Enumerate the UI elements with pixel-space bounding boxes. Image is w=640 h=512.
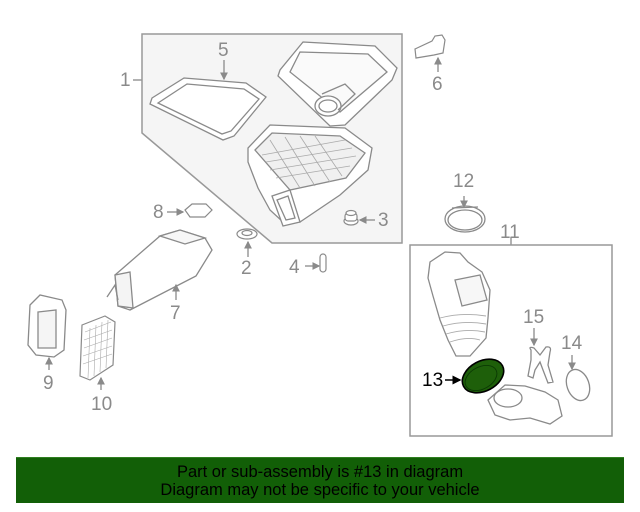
callout-10[interactable]: 10: [91, 394, 113, 415]
air-filter-element: [149, 77, 267, 141]
mount-bushing: [343, 209, 359, 226]
banner-line-1: Part or sub-assembly is #13 in diagram: [176, 462, 464, 481]
callout-1[interactable]: 1: [120, 70, 131, 91]
callout-3[interactable]: 3: [378, 210, 389, 231]
inlet-seal: [27, 294, 67, 358]
inlet-screen: [79, 315, 116, 381]
air-inlet-duct: [106, 229, 213, 311]
hose-clamp: [444, 205, 486, 233]
pad: [184, 203, 213, 218]
callout-5[interactable]: 5: [218, 40, 229, 61]
pin: [319, 253, 327, 273]
sensor-bracket: [414, 34, 446, 59]
callout-15[interactable]: 15: [523, 307, 545, 328]
grommet: [236, 228, 258, 240]
callout-12[interactable]: 12: [453, 171, 475, 192]
part-info-banner: Part or sub-assembly is #13 in diagram D…: [16, 457, 624, 503]
callout-2[interactable]: 2: [241, 258, 252, 279]
callout-4[interactable]: 4: [289, 257, 300, 278]
callout-13[interactable]: 13: [422, 370, 444, 391]
banner-line-2: Diagram may not be specific to your vehi…: [160, 480, 480, 499]
callout-6[interactable]: 6: [432, 74, 443, 95]
callout-11[interactable]: 11: [500, 222, 520, 243]
callout-8[interactable]: 8: [153, 202, 164, 223]
duct-seal-highlighted[interactable]: [457, 352, 510, 399]
air-cleaner-cover: [277, 41, 398, 127]
callout-7[interactable]: 7: [170, 303, 181, 324]
retaining-clip: [527, 346, 554, 384]
outlet-elbow: [487, 384, 563, 425]
bellows-duct: [427, 251, 491, 357]
callout-9[interactable]: 9: [43, 373, 54, 394]
callout-14[interactable]: 14: [561, 333, 583, 354]
air-cleaner-housing: [247, 124, 373, 227]
